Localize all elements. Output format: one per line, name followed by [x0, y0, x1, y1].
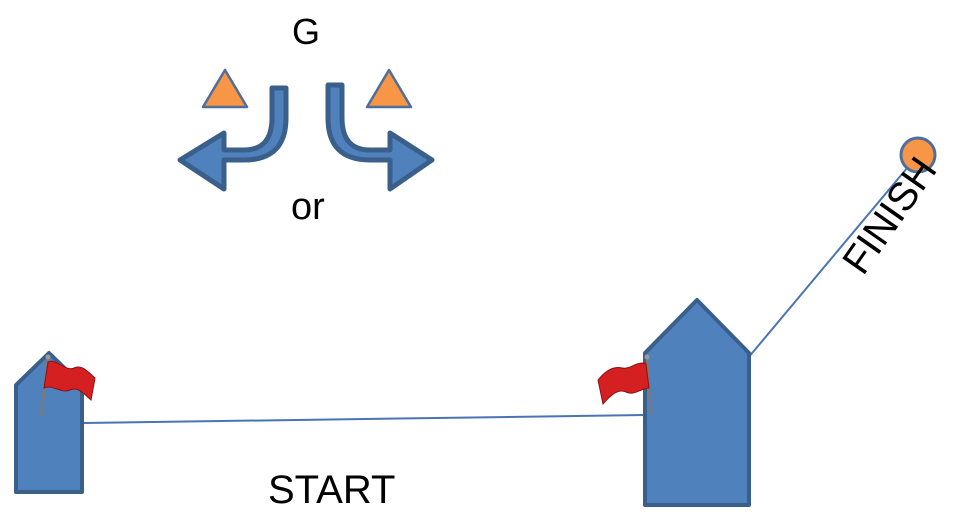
orange-triangle-mark-icon — [365, 68, 413, 109]
start-label: START — [268, 468, 396, 512]
u-turn-left-arrow-icon — [177, 85, 289, 192]
mark-label: G — [292, 11, 321, 52]
start-line — [83, 414, 646, 424]
orange-circle-buoy-icon — [899, 136, 937, 174]
u-turn-right-arrow-icon — [325, 82, 435, 192]
red-flag-icon — [597, 354, 653, 415]
or-label: or — [291, 186, 325, 228]
right-committee-boat — [643, 298, 751, 507]
orange-triangle-mark-icon — [201, 68, 249, 109]
red-flag-icon — [39, 354, 96, 417]
finish-line — [747, 154, 919, 359]
